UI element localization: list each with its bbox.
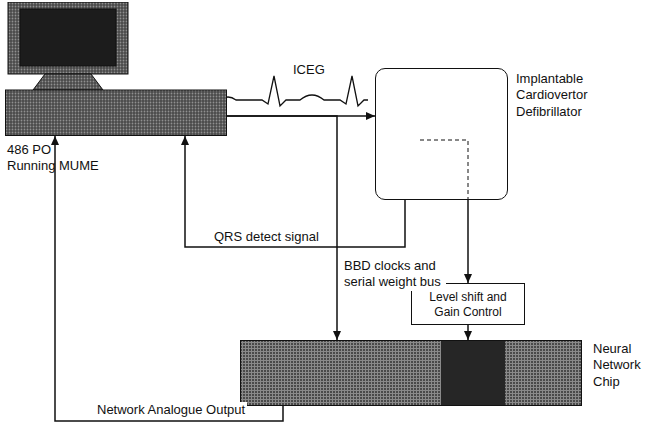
pc-case: [6, 90, 227, 136]
monitor-screen: [20, 9, 116, 66]
monitor-stand: [33, 74, 103, 90]
monitor-frame: [8, 2, 128, 74]
chip-core: [441, 341, 505, 405]
node-heading: 486 PO Running MUME: [7, 142, 103, 175]
computer-node: 486 PO Running MUME: [5, 2, 227, 136]
signal-label: BBD clocks and serial weight bus: [342, 258, 446, 291]
defibrillator-box: Implantable Cardiovertor Defibrillator: [375, 68, 508, 200]
signal-arrow: [185, 136, 405, 247]
box-label: Level shift and Gain Control: [419, 290, 517, 320]
signal-label: Network Analogue Output: [95, 402, 247, 418]
internal-dashed-path: [375, 68, 508, 200]
signal-label: QRS detect signal: [212, 229, 321, 245]
dashed-line: [420, 140, 468, 200]
node-heading: Implantable Cardiovertor Defibrillator: [516, 71, 616, 120]
computer-illustration: [5, 2, 227, 136]
signal-arrow: [467, 325, 469, 340]
signal-label: ICEG: [291, 62, 327, 78]
signal-arrow: [467, 200, 469, 283]
chip-box: Neural Network Chip: [240, 340, 582, 406]
signal-arrow: [227, 116, 337, 340]
node-heading: Neural Network Chip: [593, 341, 663, 390]
